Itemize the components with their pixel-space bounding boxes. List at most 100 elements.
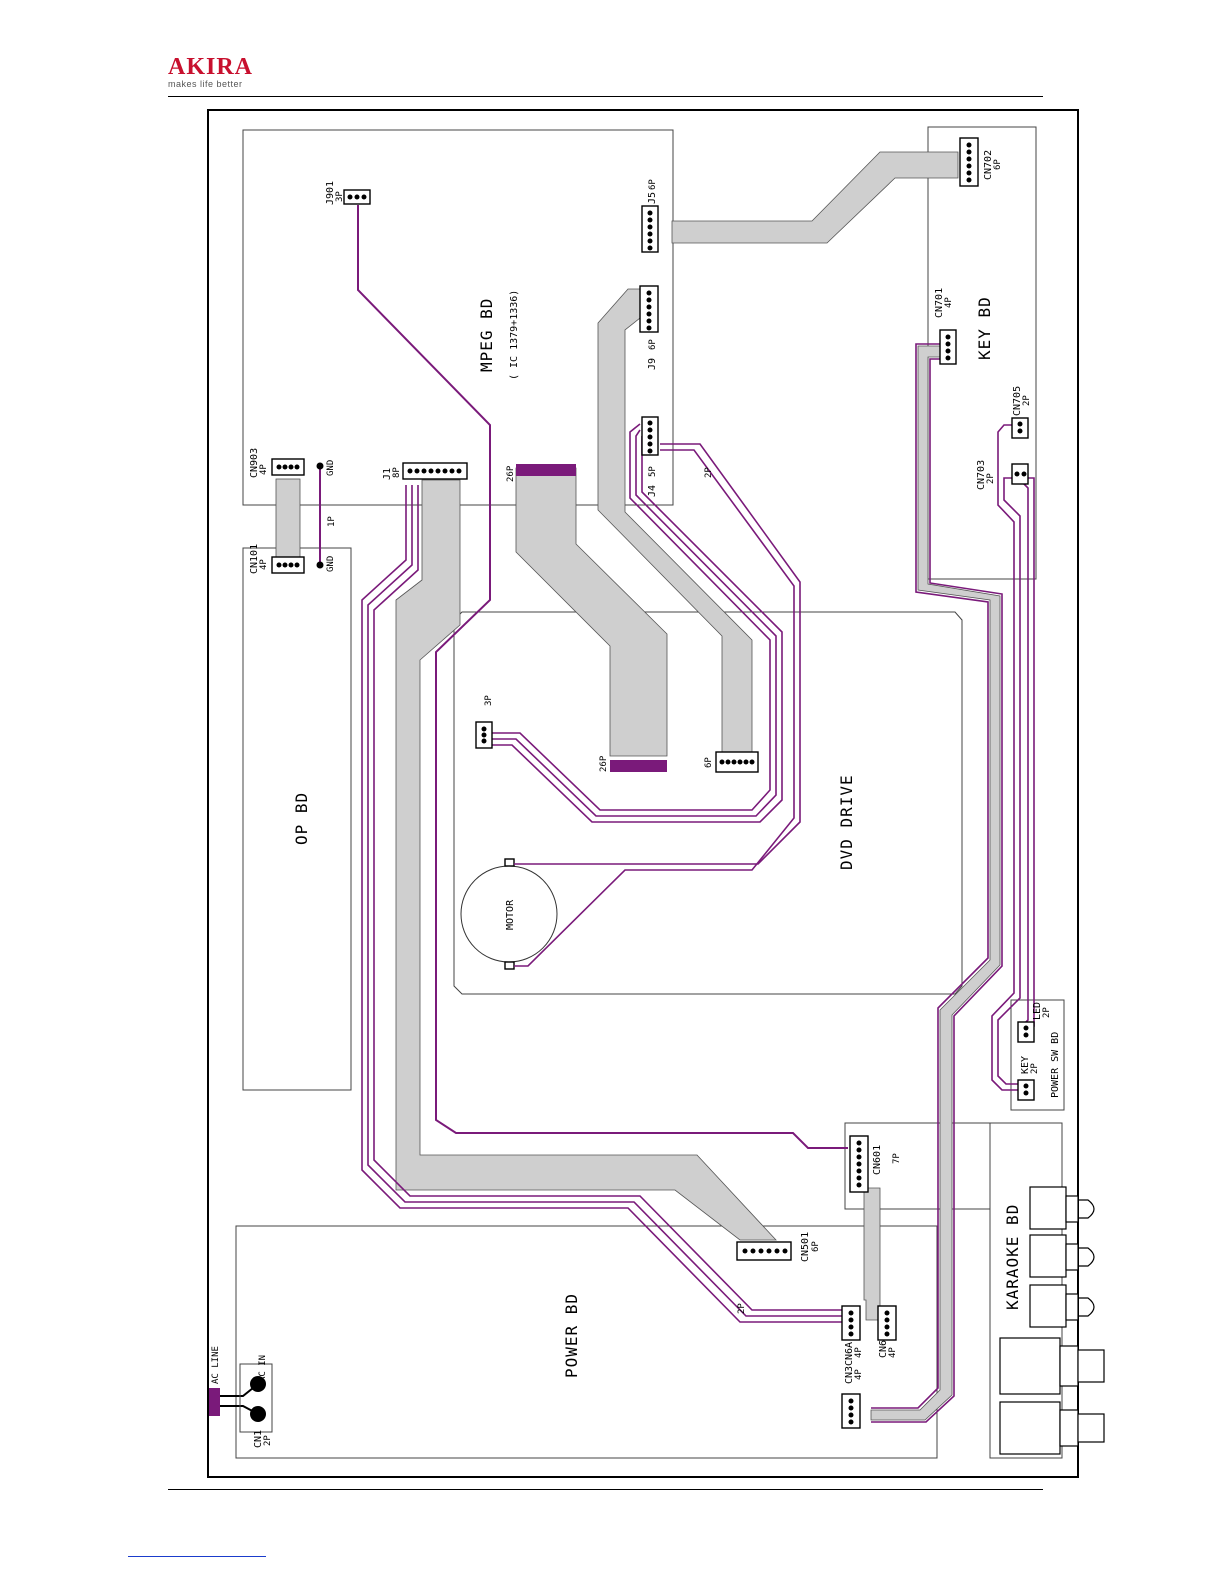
gnd-top-label: GND bbox=[326, 460, 336, 476]
cn705-pins: 2P bbox=[1022, 395, 1032, 406]
pin bbox=[966, 156, 972, 162]
cn601-sub-board bbox=[844, 1122, 991, 1210]
key-conn-label: KEY bbox=[1020, 1056, 1031, 1074]
connector-drive-6p bbox=[715, 751, 759, 773]
wire-j1-cn6a-2 bbox=[367, 485, 842, 1317]
pin bbox=[945, 355, 951, 361]
wire-cn3-cn701-edge-2 bbox=[871, 358, 1003, 1423]
pin bbox=[848, 1317, 854, 1323]
cn701-label: CN701 bbox=[934, 288, 945, 318]
pin bbox=[856, 1147, 862, 1153]
wire-j4-drive-3 bbox=[490, 436, 783, 823]
pin bbox=[848, 1419, 854, 1425]
motor-terminal-bottom bbox=[504, 961, 515, 970]
motor-label: MOTOR bbox=[505, 899, 516, 930]
pin bbox=[407, 468, 413, 474]
pin bbox=[282, 464, 288, 470]
key-conn-pins: 2P bbox=[1030, 1063, 1040, 1074]
pin bbox=[647, 224, 653, 230]
connector-cn705 bbox=[1011, 417, 1029, 439]
j5-label: J5 bbox=[647, 192, 658, 204]
cn6-pins: 4P bbox=[888, 1347, 898, 1358]
pin bbox=[294, 464, 300, 470]
j901-pins: 3P bbox=[335, 191, 345, 202]
ac-line-plug bbox=[209, 1388, 220, 1416]
footer-rule bbox=[168, 1489, 1043, 1490]
wire-cn703-key bbox=[997, 477, 1021, 1085]
power-board-label: POWER BD bbox=[562, 1293, 581, 1378]
cn702-label: CN702 bbox=[983, 150, 994, 180]
pin bbox=[743, 759, 749, 765]
connector-cn501 bbox=[736, 1241, 792, 1261]
gnd-bottom-label: GND bbox=[326, 556, 336, 572]
pin bbox=[647, 231, 653, 237]
cn701-pins: 4P bbox=[944, 297, 954, 308]
pin bbox=[848, 1331, 854, 1337]
pin bbox=[856, 1182, 862, 1188]
pin bbox=[725, 759, 731, 765]
pin bbox=[774, 1248, 780, 1254]
pin bbox=[421, 468, 427, 474]
pin bbox=[1014, 471, 1020, 477]
drive-26p-label: 26P bbox=[599, 755, 609, 772]
pin bbox=[1023, 1025, 1029, 1031]
ac-line-label: AC LINE bbox=[211, 1346, 221, 1384]
led-conn-label: LED bbox=[1032, 1002, 1043, 1020]
mpeg-26p-label: 26P bbox=[506, 465, 516, 482]
connector-cn6 bbox=[877, 1305, 897, 1341]
wire-j4-drive-2 bbox=[490, 429, 777, 817]
pin bbox=[481, 732, 487, 738]
pin bbox=[848, 1412, 854, 1418]
gnd-bottom-dot bbox=[316, 561, 324, 569]
pin bbox=[1023, 1083, 1029, 1089]
pin bbox=[1023, 1090, 1029, 1096]
footer-link-underline[interactable] bbox=[128, 1556, 266, 1557]
drive-6p-label: 6P bbox=[704, 757, 714, 768]
pin bbox=[848, 1398, 854, 1404]
ribbon-cn3-cn701 bbox=[870, 345, 1001, 1421]
connector-cn701 bbox=[939, 329, 957, 365]
pin bbox=[361, 194, 367, 200]
brand-logo: AKIRA makes life better bbox=[168, 55, 253, 89]
cn903-pins: 4P bbox=[259, 464, 269, 475]
cn3-label: CN3 bbox=[844, 1366, 855, 1384]
ribbon-j1-cn501 bbox=[395, 479, 777, 1241]
pin bbox=[884, 1317, 890, 1323]
pin bbox=[737, 759, 743, 765]
pin bbox=[945, 348, 951, 354]
mpeg-26p-header bbox=[516, 464, 576, 476]
connector-j1 bbox=[402, 462, 468, 480]
pin bbox=[966, 163, 972, 169]
connector-cn3 bbox=[841, 1393, 861, 1429]
pin bbox=[856, 1154, 862, 1160]
power-sw-board-label: POWER SW BD bbox=[1050, 1032, 1061, 1098]
drive-26p-header bbox=[610, 760, 667, 772]
pin bbox=[481, 738, 487, 744]
cn601-pins: 7P bbox=[892, 1153, 902, 1164]
ribbon-cn101-cn903 bbox=[275, 478, 301, 560]
pin bbox=[750, 1248, 756, 1254]
j5-pins: 6P bbox=[648, 179, 658, 190]
pin bbox=[647, 238, 653, 244]
ribbon-j5-cn702 bbox=[671, 151, 959, 244]
connector-cn101 bbox=[271, 556, 305, 574]
chassis-frame bbox=[207, 109, 1079, 1478]
pin bbox=[749, 759, 755, 765]
j4-pins: 5P bbox=[648, 466, 658, 477]
karaoke-jacks bbox=[999, 1186, 1105, 1455]
pin bbox=[288, 464, 294, 470]
cn703-pins: 2P bbox=[986, 473, 996, 484]
ac-terminal-2 bbox=[250, 1406, 266, 1422]
cn6a-pins: 4P bbox=[854, 1347, 864, 1358]
cn1-pins: 2P bbox=[263, 1435, 273, 1446]
mpeg-board-label: MPEG BD bbox=[477, 298, 496, 372]
cn903-label: CN903 bbox=[249, 448, 260, 478]
ribbon-cn601-cn6 bbox=[863, 1187, 894, 1321]
pin bbox=[428, 468, 434, 474]
pin bbox=[435, 468, 441, 474]
j4-label: J4 bbox=[647, 485, 658, 497]
pin bbox=[646, 325, 652, 331]
pin bbox=[646, 318, 652, 324]
cn101-label: CN101 bbox=[249, 544, 260, 574]
pin bbox=[1021, 471, 1027, 477]
